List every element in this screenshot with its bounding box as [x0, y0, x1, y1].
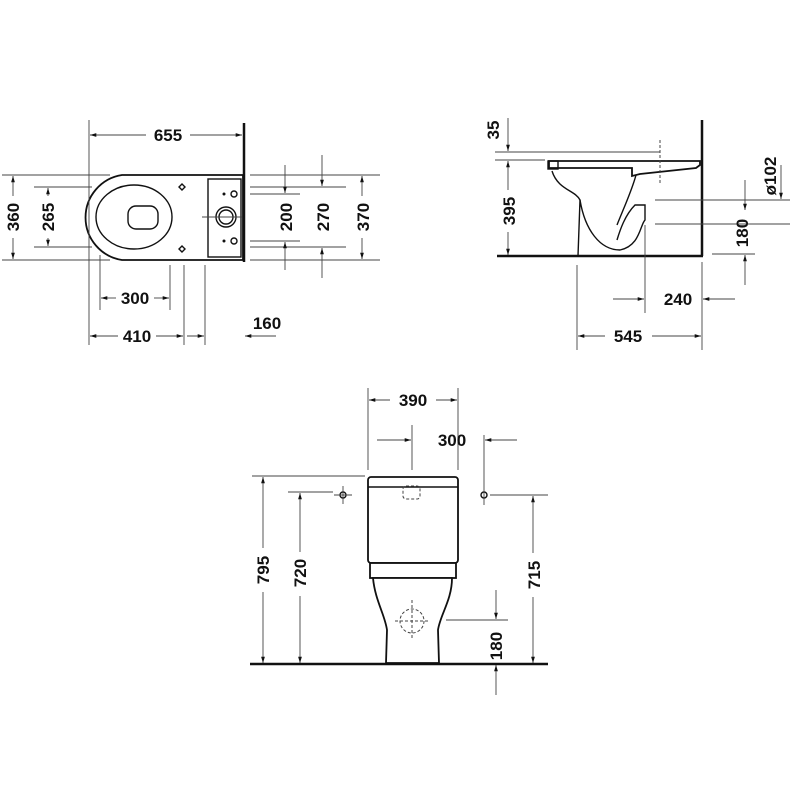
bowl-trap — [579, 199, 646, 251]
dim-410: 410 — [123, 327, 151, 346]
cistern — [367, 476, 459, 564]
fixing-hole — [230, 190, 238, 198]
dim-200: 200 — [277, 203, 296, 231]
dim-370: 370 — [354, 203, 373, 231]
cistern-base — [369, 562, 457, 579]
dim-300-inlets: 300 — [438, 431, 466, 450]
side-view: 35 395 ø102 180 240 545 — [484, 118, 790, 350]
seat-side — [548, 160, 701, 178]
dim-240: 240 — [664, 290, 692, 309]
dim-300-seat: 300 — [121, 289, 149, 308]
bowl-front — [551, 170, 581, 257]
dim-270: 270 — [314, 203, 333, 231]
dim-160: 160 — [253, 314, 281, 333]
dim-395: 395 — [500, 197, 519, 225]
dim-720: 720 — [291, 559, 310, 587]
dim-outlet-diameter: ø102 — [761, 157, 780, 196]
dim-180-side: 180 — [733, 219, 752, 247]
seat-outline — [95, 184, 173, 250]
bowl-opening — [127, 205, 159, 230]
dim-715: 715 — [525, 561, 544, 589]
fixing-hole — [230, 237, 238, 245]
flush-button — [402, 485, 421, 500]
dim-655: 655 — [154, 126, 182, 145]
dim-390: 390 — [399, 391, 427, 410]
dim-360: 360 — [4, 203, 23, 231]
dim-180-front: 180 — [487, 632, 506, 660]
tank-top — [207, 178, 242, 258]
dim-795: 795 — [254, 556, 273, 584]
dim-265: 265 — [39, 203, 58, 231]
toilet-outline-top — [84, 174, 244, 261]
dim-545: 545 — [614, 327, 642, 346]
front-view: 390 300 795 720 715 180 — [250, 388, 548, 695]
top-view: 655 360 265 200 270 370 300 410 160 — [2, 120, 380, 346]
dim-35: 35 — [484, 121, 503, 140]
